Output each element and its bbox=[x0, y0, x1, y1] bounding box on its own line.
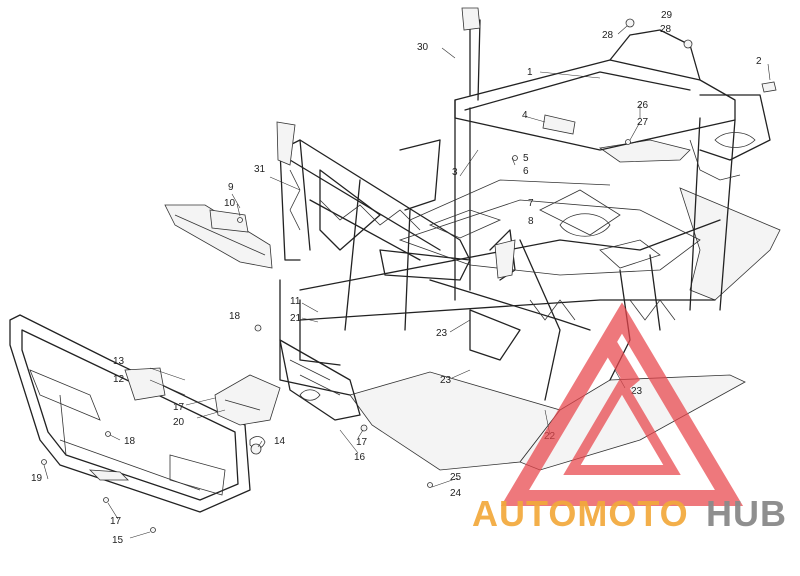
callout-21: 21 bbox=[290, 313, 302, 324]
skid-plate bbox=[349, 139, 781, 471]
callout-19: 19 bbox=[31, 473, 43, 484]
side-bracket bbox=[164, 204, 273, 269]
callout-6: 6 bbox=[523, 166, 529, 177]
callout-16: 16 bbox=[354, 452, 366, 463]
watermark-word-automoto: AUTOMOTO bbox=[472, 493, 689, 534]
callout-29: 29 bbox=[661, 10, 673, 21]
callout-17b: 17 bbox=[356, 437, 368, 448]
callout-31: 31 bbox=[254, 164, 266, 175]
triangle-logo-icon bbox=[500, 302, 744, 506]
callout-3: 3 bbox=[452, 167, 458, 178]
callout-23b: 23 bbox=[440, 375, 452, 386]
callout-1: 1 bbox=[527, 67, 533, 78]
callout-28b: 28 bbox=[660, 24, 672, 35]
callout-labels: 1 2 3 4 5 6 7 8 9 10 11 12 13 14 15 16 1… bbox=[31, 10, 762, 546]
callout-10: 10 bbox=[224, 198, 236, 209]
callout-5: 5 bbox=[523, 153, 529, 164]
callout-18b: 18 bbox=[124, 436, 136, 447]
callout-18a: 18 bbox=[229, 311, 241, 322]
callout-11: 11 bbox=[290, 296, 301, 307]
callout-23a: 23 bbox=[436, 328, 448, 339]
callout-25: 25 bbox=[450, 472, 462, 483]
callout-12: 12 bbox=[113, 374, 125, 385]
frame-structure bbox=[279, 19, 771, 421]
callout-17c: 17 bbox=[110, 516, 122, 527]
callout-23c: 23 bbox=[631, 386, 643, 397]
hardware bbox=[41, 18, 777, 533]
callout-14: 14 bbox=[274, 436, 286, 447]
callout-2: 2 bbox=[756, 56, 762, 67]
callout-4: 4 bbox=[522, 110, 528, 121]
mounting-bracket bbox=[124, 367, 281, 426]
callout-27: 27 bbox=[637, 117, 649, 128]
watermark-word-hub: HUB bbox=[706, 493, 787, 534]
callout-30: 30 bbox=[417, 42, 429, 53]
callout-13: 13 bbox=[113, 356, 125, 367]
watermark-logo bbox=[500, 302, 744, 506]
callout-28a: 28 bbox=[602, 30, 614, 41]
callout-7: 7 bbox=[528, 198, 534, 209]
callout-8: 8 bbox=[528, 216, 534, 227]
leader-lines bbox=[43, 25, 771, 539]
callout-17a: 17 bbox=[173, 402, 185, 413]
callout-24: 24 bbox=[450, 488, 462, 499]
callout-26: 26 bbox=[637, 100, 649, 111]
callout-9: 9 bbox=[228, 182, 234, 193]
callout-15: 15 bbox=[112, 535, 124, 546]
roll-posts bbox=[276, 7, 516, 279]
callout-20: 20 bbox=[173, 417, 185, 428]
